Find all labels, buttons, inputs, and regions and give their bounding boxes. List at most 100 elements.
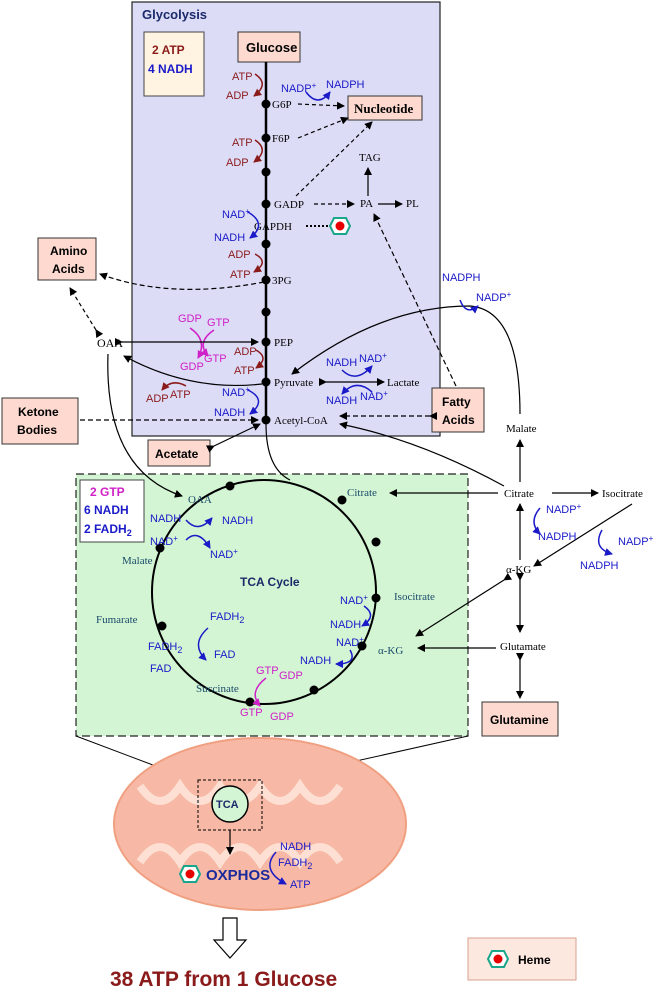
fatty-acids-label-2: Acids — [442, 413, 475, 427]
mdh-cofactor-arrow — [185, 517, 213, 528]
mito-tca-circle — [211, 785, 249, 823]
scs-cofactor-arrow — [252, 677, 267, 707]
legend-box — [467, 937, 577, 981]
pdh-cofactor-arrow — [247, 389, 260, 415]
f6p-to-nucleotide-arrow — [297, 116, 349, 139]
idh1-nadph-label: NADPH — [538, 531, 577, 543]
tca-node-oaa — [225, 481, 235, 491]
oxphos-fadh2-label: FADH2 — [278, 857, 312, 871]
amino-acids-box — [37, 237, 97, 281]
hk-cofactor-arrow — [253, 73, 263, 97]
pep-label: PEP — [274, 337, 293, 349]
fatty-acids-label-1: Fatty — [442, 395, 471, 409]
3pg-label: 3PG — [272, 275, 292, 287]
node-3pg — [261, 275, 271, 285]
pa-label: PA — [360, 198, 373, 210]
tca-node-malate — [155, 543, 165, 553]
ppp-nadph-label: NADPH — [326, 79, 365, 91]
ketone-bodies-label-1: Ketone — [18, 405, 59, 419]
node-gadp — [261, 199, 271, 209]
ldh-nad1-label: NAD+ — [359, 351, 387, 365]
pepck-gdp2-label: GDP — [180, 361, 204, 373]
ketone-bodies-label-2: Bodies — [17, 423, 57, 437]
pc-cofactor-arrow — [161, 382, 187, 391]
atp-result-text: 38 ATP from 1 Glucose — [110, 968, 337, 991]
malate-to-acetyl-coa-arrow — [339, 421, 505, 487]
idh1-cofactor-arrow — [532, 507, 541, 535]
me-nadp-label: NADP+ — [476, 290, 512, 304]
node-2pg — [261, 307, 271, 317]
akgdh-nad-label: NAD+ — [336, 635, 364, 649]
idh2-nadph-label: NADPH — [580, 560, 619, 572]
amino-acids-label-2: Acids — [52, 262, 85, 276]
glutamine-box — [481, 701, 559, 737]
pdh-nadh-label: NADH — [214, 407, 245, 419]
sdh-cofactor-arrow — [197, 627, 209, 661]
pk-atp-label: ATP — [234, 365, 255, 377]
mito-heme-icon — [178, 865, 202, 883]
f6p-label: F6P — [272, 133, 290, 145]
scs-gtp2-label: GTP — [240, 707, 263, 719]
acetyl-coa-to-tca-arrow — [265, 423, 291, 481]
oxphos-label: OXPHOS — [206, 867, 270, 884]
acetate-box — [147, 439, 211, 467]
gapdh-nadh-label: NADH — [214, 232, 245, 244]
idh2-nadp-label: NADP+ — [618, 534, 653, 548]
hk-adp-label: ADP — [226, 90, 249, 102]
gapdh-nad-label: NAD+ — [222, 207, 250, 221]
akgdh-nadh-label: NADH — [300, 655, 331, 667]
ldh-cofactor-arrow-2 — [341, 384, 373, 395]
mito-tca-label: TCA — [216, 799, 239, 811]
pl-label: PL — [406, 198, 419, 210]
pyruvate-label: Pyruvate — [274, 377, 313, 389]
mdh-nad2-label: NAD+ — [210, 547, 238, 561]
right-isocitrate-label: Isocitrate — [602, 488, 643, 500]
gadp-label: GADP — [274, 199, 304, 211]
tca-succinate-label: Succinate — [196, 683, 239, 695]
ppp-cofactor-arrow — [305, 91, 331, 101]
pgk-atp-label: ATP — [230, 269, 251, 281]
tca-node-isocitrate — [371, 593, 381, 603]
gapdh-cofactor-arrow — [247, 211, 260, 239]
g6p-to-nucleotide-arrow — [297, 101, 345, 110]
akg-to-tca-akg-arrow — [415, 572, 513, 637]
pepck-gtp1-label: GTP — [207, 317, 230, 329]
tca-node-aconitate — [371, 537, 381, 547]
amino-acids-oaa-arrow — [69, 287, 104, 339]
oxphos-nadh-label: NADH — [280, 841, 311, 853]
pdh-nad-label: NAD+ — [222, 385, 250, 399]
tca-isocitrate-label: Isocitrate — [394, 591, 435, 603]
idh-nad-label: NAD+ — [340, 593, 368, 607]
pyruvate-to-oaa-arrow — [123, 355, 263, 387]
amino-acids-label-1: Amino — [50, 244, 87, 258]
scs-gdp2-label: GDP — [270, 711, 294, 723]
ldh-nadh1-label: NADH — [326, 357, 357, 369]
g6p-label: G6P — [272, 99, 292, 111]
mdh-nadh1-label: NADH — [150, 513, 181, 525]
glycolysis-title: Glycolysis — [142, 7, 207, 22]
lactate-label: Lactate — [387, 377, 419, 389]
pepck-gtp2-label: GTP — [204, 353, 227, 365]
tca-fumarate-label: Fumarate — [96, 614, 138, 626]
ppp-nadp-label: NADP+ — [281, 81, 317, 95]
3pg-to-amino-acids-arrow — [99, 272, 265, 290]
pgk-adp-label: ADP — [228, 249, 251, 261]
sdh-fad-a-label: FAD — [214, 649, 235, 661]
idh-cofactor-arrow — [361, 605, 372, 627]
right-glutamate-label: Glutamate — [500, 641, 546, 653]
me-cofactor-arrow — [459, 299, 479, 314]
right-malate-label: Malate — [506, 423, 537, 435]
pk-cofactor-arrow — [255, 349, 265, 369]
mitochondrion-body — [113, 737, 407, 911]
nucleotide-label: Nucleotide — [354, 101, 413, 116]
tca-cycle-ring — [151, 479, 377, 705]
acetyl-coa-label: Acetyl-CoA — [274, 415, 328, 427]
sdh-fad-b-label: FAD — [150, 663, 171, 675]
right-citrate-label: Citrate — [504, 488, 534, 500]
glycolysis-nodes — [261, 99, 271, 425]
scs-gtp1-label: GTP — [256, 665, 279, 677]
tca-node-citrate — [337, 495, 347, 505]
tca-oaa-label: OAA — [188, 494, 212, 506]
